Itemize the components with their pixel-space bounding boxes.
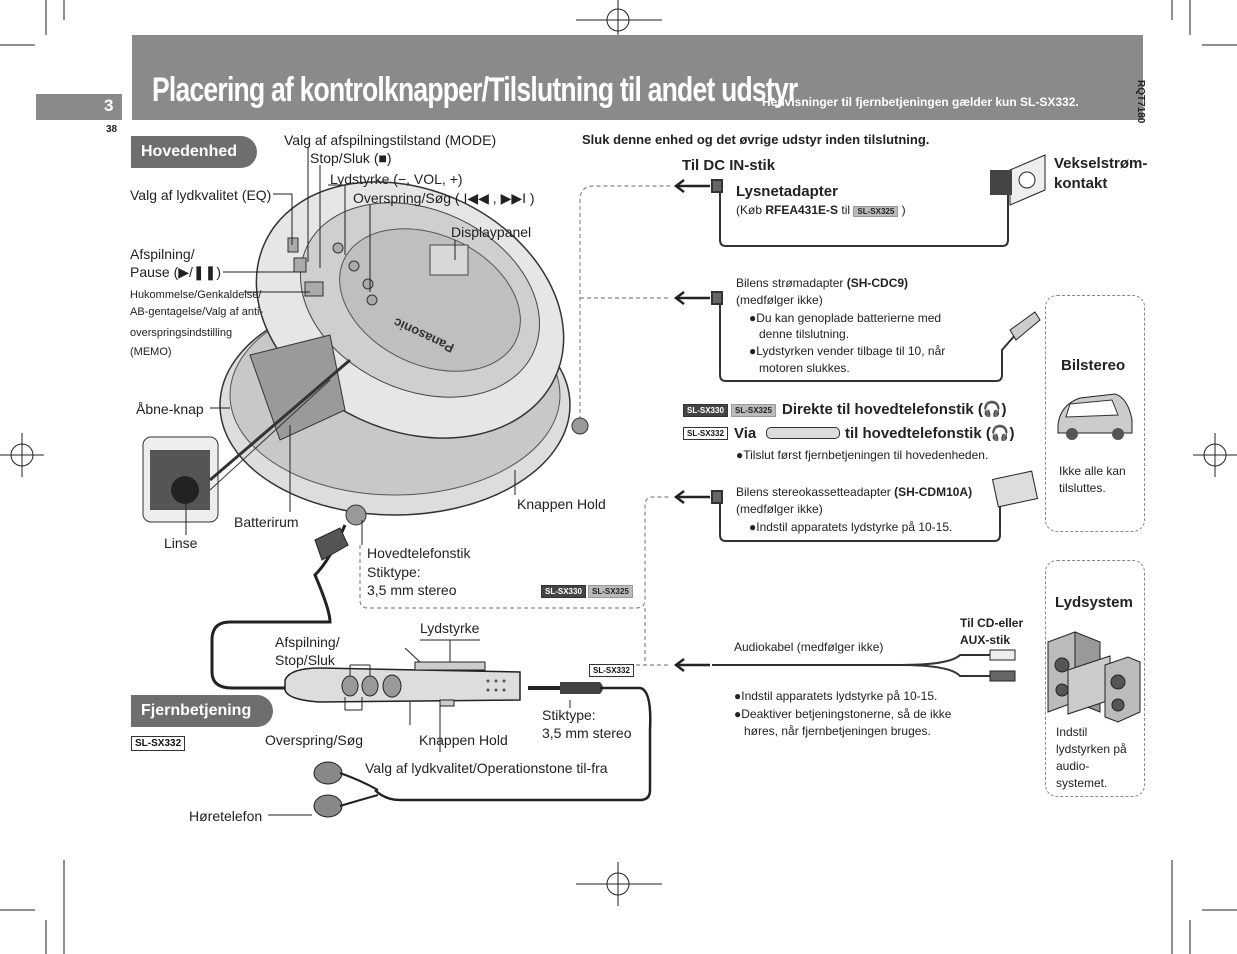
stereo-system-drawing [1047,631,1141,723]
label-remote-volume: Lydstyrke [420,620,480,636]
label-remote-skip: Overspring/Søg [265,732,364,748]
label-memo-2: AB-gentagelse/Valg af anti- [130,306,264,318]
label-skip: Overspring/Søg ( I◀◀ , ▶▶I ) [353,190,535,206]
doc-reference: RQT7180 [1135,80,1146,124]
label-remote-hold: Knappen Hold [419,732,508,748]
label-remote-plug-type: Stiktype: [542,707,596,723]
label-battery: Batterirum [234,514,299,530]
label-play-1: Afspilning/ [130,246,195,262]
label-ac-adapter: Lysnetadapter [736,183,838,200]
car-stereo-note-1: Ikke alle kan [1059,464,1126,478]
label-open: Åbne-knap [136,401,204,417]
cassette-title: Bilens stereokassetteadapter (SH-CDM10A) [736,485,973,499]
label-stop: Stop/Sluk (■) [310,150,392,166]
car-stereo-box [1045,295,1145,532]
jack-tag-sx330: SL-SX330 [541,585,586,598]
to-cd-2: AUX-stik [960,633,1011,647]
label-hold: Knappen Hold [517,496,606,512]
page-number-small: 38 [106,124,118,135]
section-main-unit: Hovedenhed [131,136,257,168]
direct-bullet: ●Tilslut først fjernbetjeningen til hove… [736,448,989,462]
label-remote-eq: Valg af lydkvalitet/Operationstone til-f… [365,760,608,776]
label-memo-1: Hukommelse/Genkaldelse/ [130,289,262,301]
direct-headphone-text: Direkte til hovedtelefonstik (🎧) [782,401,1007,418]
car-power-note: (medfølger ikke) [736,293,823,307]
via-prefix: Via [734,425,757,442]
system-note-4: systemet. [1056,776,1108,790]
label-dc-in: Til DC IN-stik [682,157,776,174]
label-headphone-jack: Hovedtelefonstik [367,545,471,561]
label-lens: Linse [164,535,198,551]
car-power-bullet-2a: ●Lydstyrken vender tilbage til 10, når [749,344,946,358]
car-power-bullet-1a: ●Du kan genoplade batterierne med [749,311,942,325]
label-outlet-1: Vekselstrøm- [1054,155,1148,172]
model-tag-remote: SL-SX332 [131,736,186,751]
label-memo-4: (MEMO) [130,346,172,358]
cassette-note: (medfølger ikke) [736,502,823,516]
label-plug-size: 3,5 mm stereo [367,582,457,598]
model-tag-via: SL-SX332 [683,427,728,440]
cassette-bullet: ●Indstil apparatets lydstyrke på 10-15. [749,520,953,534]
label-memo-3: overspringsindstilling [130,327,233,339]
label-remote-play-1: Afspilning/ [275,634,340,650]
model-tag-sx330: SL-SX330 [683,404,728,417]
car-power-bullet-1b: denne tilslutning. [759,327,850,341]
label-earphone: Høretelefon [189,808,263,824]
jack-tag-sx325: SL-SX325 [588,585,633,598]
ac-adapter-purchase: (Køb RFEA431E-S til SL-SX325 ) [736,203,906,217]
label-display: Displaypanel [451,224,532,240]
audio-bullet-2a: ●Deaktiver betjeningstonerne, så de ikke [734,707,952,721]
label-volume: Lydstyrke (−, VOL, +) [330,171,463,187]
model-tag-sx325: SL-SX325 [731,404,776,417]
car-drawing [1057,393,1133,440]
car-power-title: Bilens strømadapter (SH-CDC9) [736,276,909,290]
sound-system-title: Lydsystem [1055,594,1133,611]
remote-drawing [284,661,652,802]
system-note-1: Indstil [1056,725,1088,739]
jack-tag-sx332: SL-SX332 [589,664,634,677]
system-note-3: audio- [1056,759,1090,773]
label-remote-play-2: Stop/Sluk [275,652,335,668]
page-subtitle: Henvisninger til fjernbetjeningen gælder… [762,95,1079,109]
label-eq: Valg af lydkvalitet (EQ) [130,187,272,203]
mini-remote-icon [766,427,840,439]
title-bar [132,35,1143,120]
car-stereo-note-2: tilsluttes. [1059,481,1106,495]
label-outlet-2: kontakt [1054,175,1108,192]
page-title: Placering af kontrolknapper/Tilslutning … [152,71,798,109]
car-stereo-title: Bilstereo [1061,357,1126,374]
section-remote: Fjernbetjening [131,695,273,727]
page-number: 3 [104,96,114,115]
audio-bullet-2b: høres, når fjernbetjeningen bruges. [744,724,931,738]
label-play-2: Pause (▶/❚❚) [130,264,222,280]
wall-outlet-drawing [990,154,1046,206]
system-note-2: lydstyrken på [1056,742,1127,756]
warning-text: Sluk denne enhed og det øvrige udstyr in… [582,132,930,147]
car-power-bullet-2b: motoren slukkes. [759,361,850,375]
label-remote-plug-size: 3,5 mm stereo [542,725,632,741]
audio-bullet-1: ●Indstil apparatets lydstyrke på 10-15. [734,689,938,703]
label-plug-type: Stiktype: [367,564,421,580]
sound-system-box [1045,560,1145,797]
label-mode: Valg af afspilningstilstand (MODE) [284,132,497,148]
to-cd-1: Til CD-eller [960,616,1024,630]
audio-cable-label: Audiokabel (medfølger ikke) [734,640,884,654]
via-suffix: til hovedtelefonstik (🎧) [845,425,1015,442]
page-tab [36,94,122,120]
